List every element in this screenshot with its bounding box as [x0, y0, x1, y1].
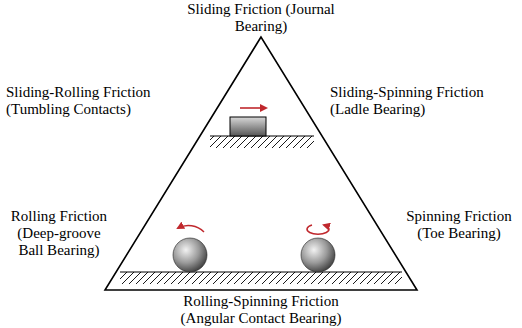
edge-label: Rolling-Spinning Friction (Angular Conta…	[156, 293, 366, 327]
triangle-outline	[105, 37, 417, 290]
edge-label: Sliding-Spinning Friction (Ladle Bearing…	[330, 84, 516, 118]
sliding-block-figure	[210, 108, 314, 148]
rolling-ball-figure	[120, 225, 262, 284]
vertex-label: Rolling Friction (Deep-groove Ball Beari…	[6, 208, 112, 259]
vertex-label: Sliding Friction (Journal Bearing)	[186, 1, 336, 35]
vertex-label: Spinning Friction (Toe Bearing)	[400, 208, 518, 242]
edge-label: Sliding-Rolling Friction (Tumbling Conta…	[6, 84, 184, 118]
spinning-ball-figure	[262, 225, 402, 284]
